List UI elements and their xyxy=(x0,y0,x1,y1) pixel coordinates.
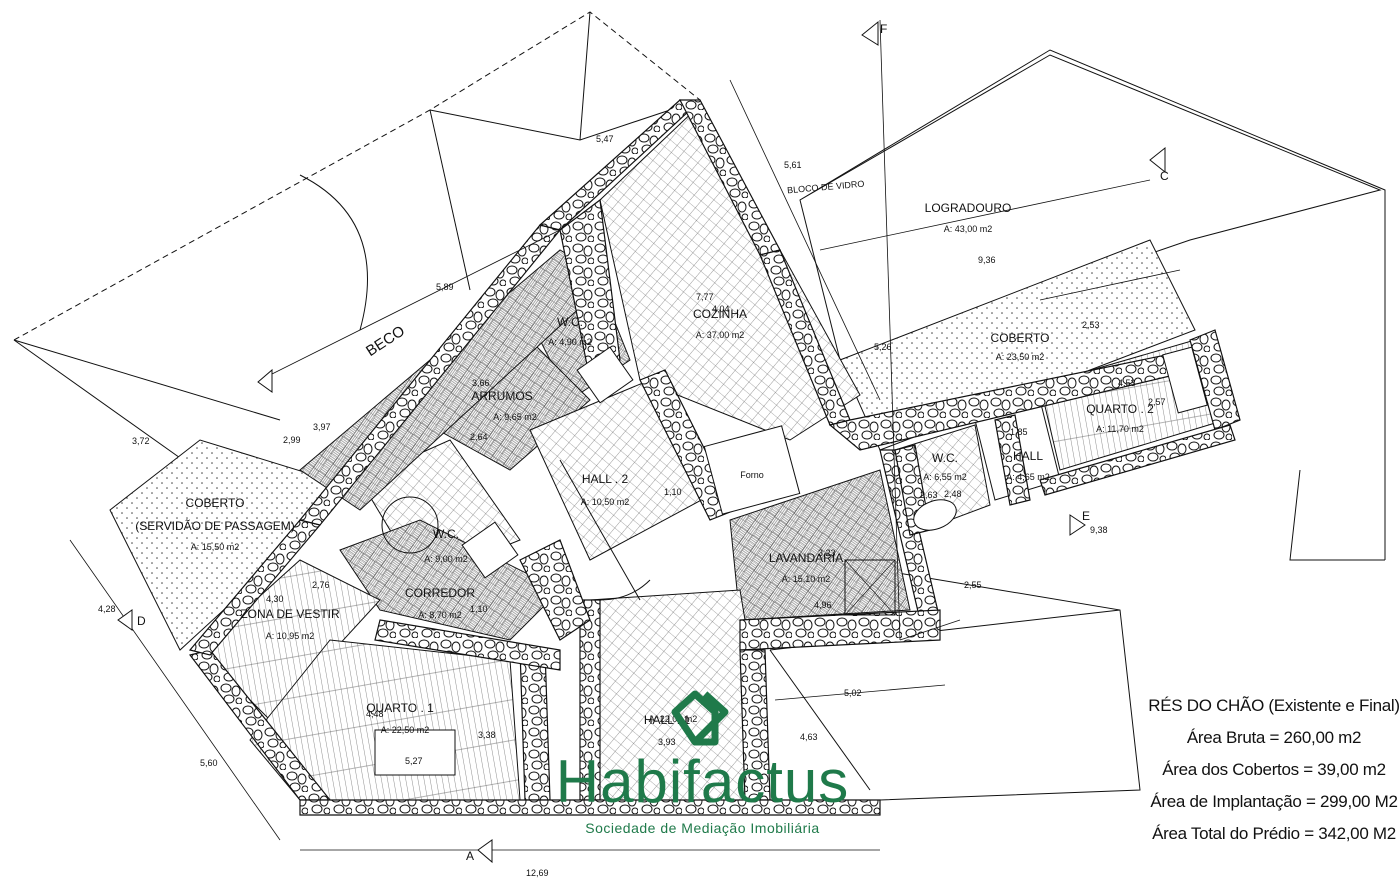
dim-label: 4,53 xyxy=(1118,378,1136,388)
room-area-hall2: A: 10,50 m2 xyxy=(581,497,630,507)
cozinha-area xyxy=(599,104,861,441)
logradouro-area xyxy=(799,54,1382,361)
dim-label: 12,69 xyxy=(526,868,549,878)
room-name-forno: Forno xyxy=(740,470,764,480)
dimension-lines xyxy=(69,19,1181,851)
room-name-quarto1: QUARTO . 1 xyxy=(366,701,434,715)
dim-label: 1,10 xyxy=(664,487,682,497)
roof-outline xyxy=(13,11,1386,801)
room-name-coberto-top: COBERTO xyxy=(991,331,1050,345)
room-name-hall-right: HALL xyxy=(1013,449,1043,463)
dim-label: 2,63 xyxy=(920,490,938,500)
summary-area-cobertos: Área dos Cobertos = 39,00 m2 xyxy=(1162,760,1386,779)
logo-tagline: Sociedade de Mediação Imobiliária xyxy=(585,820,820,836)
habifactus-logo: Habifactus Sociedade de Mediação Imobili… xyxy=(525,680,880,860)
section-markers xyxy=(117,20,1166,864)
room-area-hall1: A: 22,00 m2 xyxy=(649,714,698,724)
fixtures xyxy=(374,346,1208,776)
room-name-zona-vestir: ZONA DE VESTIR xyxy=(240,607,340,621)
room-area-wc-right: A: 6,55 m2 xyxy=(923,472,967,482)
room-name-hall2: HALL . 2 xyxy=(582,472,629,486)
dim-label: 2,57 xyxy=(1148,397,1166,407)
room-area-hall-right: A: 4,65 m2 xyxy=(1006,472,1050,482)
section-f-label: F xyxy=(880,22,887,36)
room-sub-coberto-left: (SERVIDÃO DE PASSAGEM) xyxy=(135,519,295,533)
room-fills xyxy=(109,54,1382,801)
room-name-wc-top: W.C. xyxy=(557,315,583,329)
beco-label: BECO xyxy=(363,323,408,360)
lavandaria-area xyxy=(729,469,911,621)
room-name-corredor: CORREDOR xyxy=(405,586,475,600)
room-area-logradouro: A: 43,00 m2 xyxy=(944,224,993,234)
room-name-wc-mid: W.C. xyxy=(433,527,459,541)
dim-label: 3,23 xyxy=(818,548,836,558)
dim-label: 3,66 xyxy=(472,378,490,388)
dim-label: 3,72 xyxy=(132,436,150,446)
area-summary: RÉS DO CHÃO (Existente e Final) Área Bru… xyxy=(1148,690,1400,850)
dim-label: 5,89 xyxy=(436,282,454,292)
dim-label: 9,36 xyxy=(978,255,996,265)
dim-label: 1,85 xyxy=(1010,427,1028,437)
forno-box xyxy=(703,425,801,515)
room-area-corredor: A: 8,70 m2 xyxy=(418,610,462,620)
dim-label: 9,38 xyxy=(1090,525,1108,535)
dim-label: 3,38 xyxy=(478,730,496,740)
room-area-cozinha: A: 37,00 m2 xyxy=(696,330,745,340)
room-name-logradouro: LOGRADOURO xyxy=(925,201,1012,215)
summary-area-total: Área Total do Prédio = 342,00 M2 xyxy=(1152,824,1396,843)
dim-label: 5,47 xyxy=(596,134,614,144)
room-name-lavandaria: LAVANDARIA xyxy=(769,551,843,565)
summary-area-bruta: Área Bruta = 260,00 m2 xyxy=(1186,728,1362,747)
dim-label: 4,96 xyxy=(814,600,832,610)
dim-label: 5,27 xyxy=(405,756,423,766)
room-area-coberto-left: A: 15,50 m2 xyxy=(191,542,240,552)
dim-label: 2,99 xyxy=(283,435,301,445)
dim-label: 4,30 xyxy=(266,594,284,604)
room-area-lavandaria: A: 15,10 m2 xyxy=(782,574,831,584)
dim-label: 7,77 xyxy=(696,292,714,302)
section-e-label: E xyxy=(1082,509,1090,523)
dim-label: 2,53 xyxy=(1082,320,1100,330)
dim-label: 3,93 xyxy=(658,737,676,747)
dimension-labels: 5,47 5,61 5,89 9,36 3,72 2,99 3,97 3,66 … xyxy=(98,134,1166,878)
room-name-cozinha: COZINHA xyxy=(693,307,747,321)
dim-label: 5,60 xyxy=(200,758,218,768)
logo-mark-icon xyxy=(671,690,729,746)
section-c-label: C xyxy=(1160,169,1169,183)
dim-label: 5,26 xyxy=(874,342,892,352)
section-a-label: A xyxy=(466,849,474,863)
room-name-quarto2: QUARTO . 2 xyxy=(1086,402,1154,416)
dim-label: 4,63 xyxy=(800,732,818,742)
room-area-coberto-top: A: 23,50 m2 xyxy=(996,352,1045,362)
room-area-wc-mid: A: 9,00 m2 xyxy=(424,554,468,564)
summary-title: RÉS DO CHÃO (Existente e Final) xyxy=(1148,696,1400,715)
dim-label: 2,55 xyxy=(964,580,982,590)
room-area-quarto2: A: 11,70 m2 xyxy=(1096,424,1144,434)
room-labels: LOGRADOURO A: 43,00 m2 COBERTO A: 23,50 … xyxy=(135,201,1154,735)
room-name-coberto-left: COBERTO xyxy=(186,496,245,510)
dim-label: 2,48 xyxy=(944,489,962,499)
dim-label: 4,48 xyxy=(366,709,384,719)
dim-label: 2,64 xyxy=(470,432,488,442)
room-area-quarto1: A: 22,50 m2 xyxy=(381,725,430,735)
dim-label: 2,76 xyxy=(312,580,330,590)
logo-name: Habifactus xyxy=(555,748,850,815)
section-d-label: D xyxy=(137,614,146,628)
dim-label: 4,04 xyxy=(712,304,730,314)
dim-label: 5,61 xyxy=(784,160,802,170)
room-area-arrumos: A: 9,65 m2 xyxy=(493,412,537,422)
stone-walls xyxy=(188,99,1241,816)
room-area-wc-top: A: 4,90 m2 xyxy=(548,337,592,347)
summary-area-implantacao: Área de Implantação = 299,00 M2 xyxy=(1150,792,1398,811)
dim-label: 3,97 xyxy=(313,422,331,432)
dim-label: 1,10 xyxy=(470,604,488,614)
room-name-wc-right: W.C. xyxy=(932,451,958,465)
room-area-zona-vestir: A: 10,95 m2 xyxy=(266,631,315,641)
dim-label: 4,28 xyxy=(98,604,116,614)
room-name-arrumos: ARRUMOS xyxy=(471,389,532,403)
dim-label: 5,02 xyxy=(844,688,862,698)
